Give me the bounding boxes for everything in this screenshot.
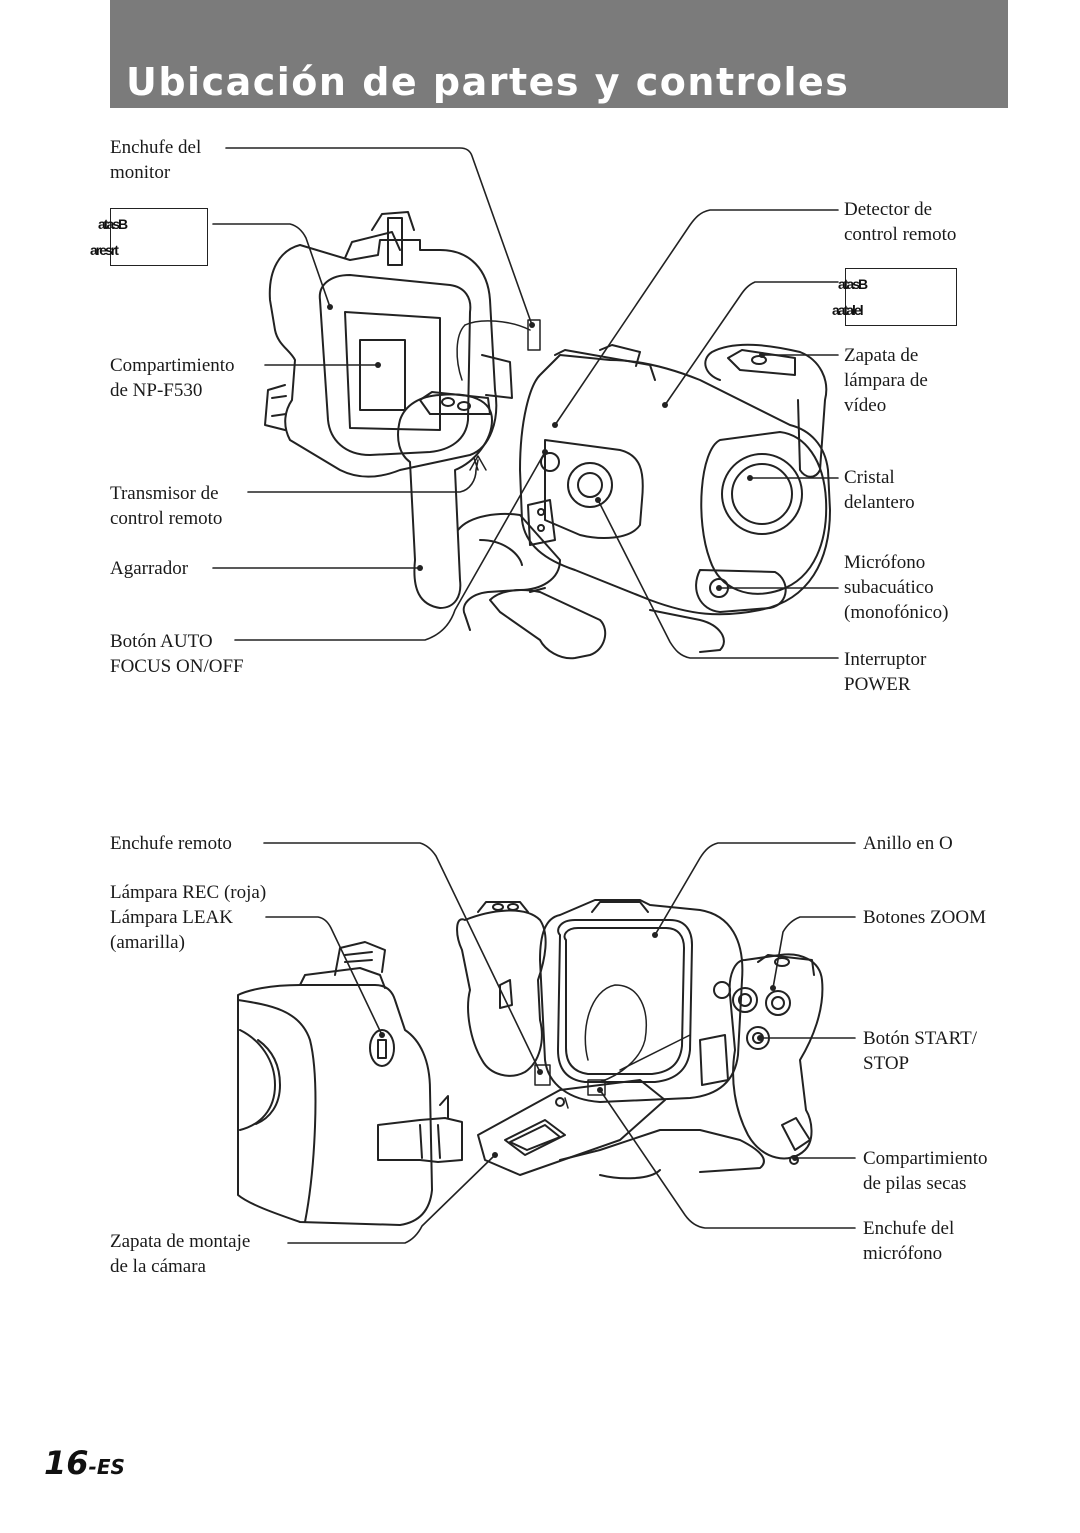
label-box-1-line-2: aresrt (90, 242, 119, 258)
label-box-2-line-1: atasB (838, 276, 868, 292)
label-box-2 (845, 268, 957, 326)
page-title: Ubicación de partes y controles (126, 60, 850, 104)
page-number: 16-ES (44, 1444, 125, 1482)
label-grip: Agarrador (110, 558, 189, 579)
leader-dots (327, 304, 798, 1161)
page-header: Ubicación de partes y controles (110, 0, 1008, 108)
label-box-1 (110, 208, 208, 266)
label-start-stop-button: Botón START/STOP (863, 1028, 977, 1074)
label-remote-jack: Enchufe remoto (110, 833, 232, 854)
leader-lines (212, 147, 856, 1244)
label-zoom-buttons: Botones ZOOM (863, 907, 986, 928)
open-housing-drawing (456, 899, 824, 1180)
camera-rear-drawing (237, 941, 463, 1226)
rear-housing-drawing (264, 211, 541, 609)
label-box-2-line-2: aatalel (832, 302, 864, 318)
front-housing-drawing (457, 343, 831, 660)
label-box-1-line-1: atasB (98, 216, 128, 232)
label-o-ring: Anillo en O (863, 833, 953, 854)
label-rec-leak-lamps: Lámpara REC (roja)Lámpara LEAK(amarilla) (110, 882, 267, 953)
